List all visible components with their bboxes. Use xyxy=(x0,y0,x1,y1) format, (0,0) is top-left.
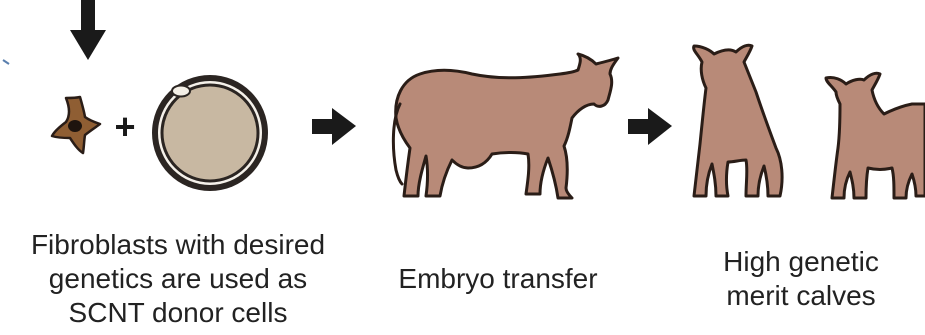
caption-line: Fibroblasts with desired xyxy=(30,229,326,260)
cow-icon xyxy=(391,52,620,200)
plus-sign: + xyxy=(114,106,135,147)
oocyte-icon xyxy=(152,75,268,191)
polar-body-icon xyxy=(171,84,191,98)
right-arrow-icon xyxy=(628,108,672,145)
cow-tail xyxy=(391,102,404,186)
caption-line: genetics are used as xyxy=(48,263,308,294)
caption-line: Embryo transfer xyxy=(398,263,598,294)
embryo-transfer-caption: Embryo transfer xyxy=(378,262,618,296)
calves-caption: High genetic merit calves xyxy=(706,245,896,313)
donor-cells-caption: Fibroblasts with desired genetics are us… xyxy=(0,228,356,330)
fibroblast-icon xyxy=(50,95,102,155)
nucleus-icon xyxy=(68,120,82,132)
edge-mark xyxy=(2,59,10,65)
caption-line: SCNT donor cells xyxy=(68,297,288,328)
caption-line: High genetic xyxy=(723,246,879,277)
calf-icon xyxy=(824,71,925,200)
right-arrow-icon xyxy=(312,108,356,145)
down-arrow-icon xyxy=(70,0,106,60)
caption-line: merit calves xyxy=(726,280,876,311)
calf-icon xyxy=(692,43,784,198)
